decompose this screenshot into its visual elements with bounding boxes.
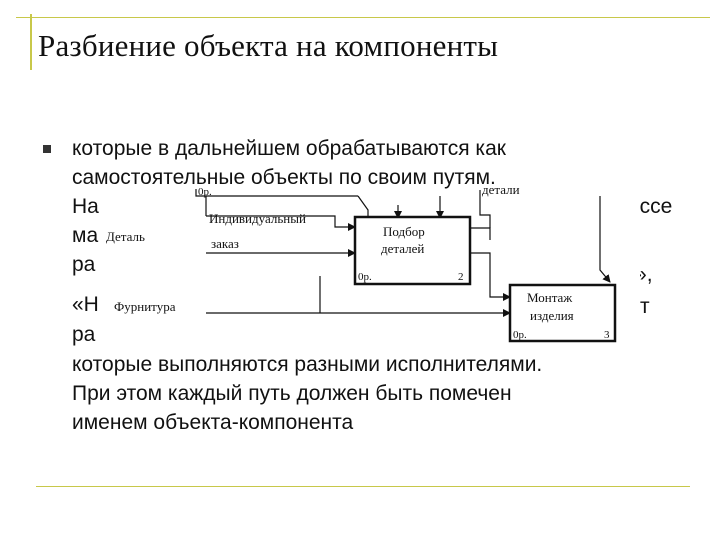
- accent-vertical-line: [30, 14, 32, 70]
- input-label-part: Деталь: [106, 229, 145, 244]
- bullet-line-10: именем объекта-компонента: [72, 411, 354, 434]
- arrow-parts-to-assembly: [470, 252, 511, 301]
- bullet-line-1: которые в дальнейшем обрабатываются как: [72, 137, 506, 160]
- block-2-name: Подбор: [383, 224, 425, 239]
- arrows: [206, 190, 611, 317]
- block-assembly: Монтаж изделия 0р. 3: [508, 283, 617, 343]
- block-3-name: Монтаж: [527, 290, 573, 305]
- block-2-name2: деталей: [381, 241, 424, 256]
- bullet-square-icon: [43, 145, 51, 153]
- block-parts-selection: Подбор деталей 0р. 2: [353, 215, 472, 286]
- bullet-line-7-start: ра: [72, 323, 96, 346]
- bullet-line-4-start: ма: [72, 224, 99, 247]
- output-label-parts: детали: [482, 182, 520, 197]
- block-3-cost: 0р.: [513, 329, 527, 341]
- bullet-line-5-start: ра: [72, 253, 96, 276]
- output-label-order: заказ: [211, 236, 239, 251]
- partial-block-cost: 0р.: [198, 186, 212, 198]
- block-2-cost: 0р.: [358, 271, 372, 283]
- accent-bottom-line: [36, 486, 690, 487]
- arrow-partial-bend: [357, 195, 369, 216]
- arrow-control-assembly: [599, 196, 611, 283]
- bullet-line-3-start: На: [72, 195, 99, 218]
- slide-title: Разбиение объекта на компоненты: [38, 28, 499, 63]
- bullet-line-2: самостоятельные объекты по своим путям.: [72, 166, 496, 189]
- output-label-individual: Индивидуальный: [209, 211, 306, 226]
- input-label-hardware: Фурнитура: [114, 299, 176, 314]
- block-3-number: 3: [604, 329, 610, 341]
- block-2-number: 2: [458, 271, 464, 283]
- bullet-line-8: которые выполняются разными исполнителям…: [72, 353, 543, 376]
- bullet-line-9: При этом каждый путь должен быть помечен: [72, 382, 512, 405]
- partial-block-top-left: 0р.: [195, 186, 212, 216]
- arrow-parts-label-lead: [479, 190, 491, 228]
- bullet-line-6-start: «Н: [72, 293, 99, 316]
- accent-top-line: [16, 17, 710, 18]
- block-3-name2: изделия: [530, 308, 574, 323]
- arrow-order-to-selection: [206, 215, 356, 231]
